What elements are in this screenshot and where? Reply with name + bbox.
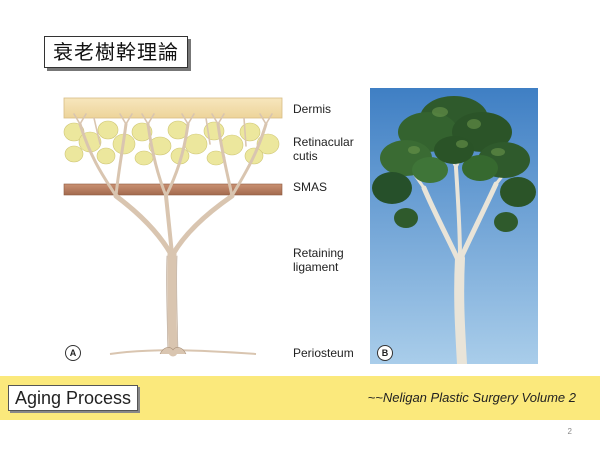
- smas-layer: [63, 183, 283, 196]
- figure-a-illustration: [63, 97, 283, 357]
- label-retaining-ligament: Retaining ligament: [293, 246, 344, 274]
- panel-a-badge: A: [65, 345, 81, 361]
- ligament-tree: [73, 113, 273, 357]
- footer-band: Aging Process ~~Neligan Plastic Surgery …: [0, 376, 600, 420]
- label-periosteum: Periosteum: [293, 346, 354, 360]
- footer-credit: ~~Neligan Plastic Surgery Volume 2: [367, 390, 576, 405]
- label-smas: SMAS: [293, 180, 328, 194]
- label-dermis: Dermis: [293, 102, 331, 116]
- photo-b-tree: [370, 88, 538, 364]
- photo-foliage: [372, 96, 536, 232]
- panel-b-badge: B: [377, 345, 393, 361]
- ligament-tree-outline: [166, 255, 179, 353]
- label-retinacular-cutis: Retinacular cutis: [293, 135, 354, 163]
- photo-foliage-highlights: [408, 107, 505, 156]
- dermis-layer: [63, 97, 283, 119]
- page-number: 2: [567, 427, 572, 436]
- footer-title: Aging Process: [8, 385, 139, 411]
- slide-title: 衰老樹幹理論: [44, 36, 188, 68]
